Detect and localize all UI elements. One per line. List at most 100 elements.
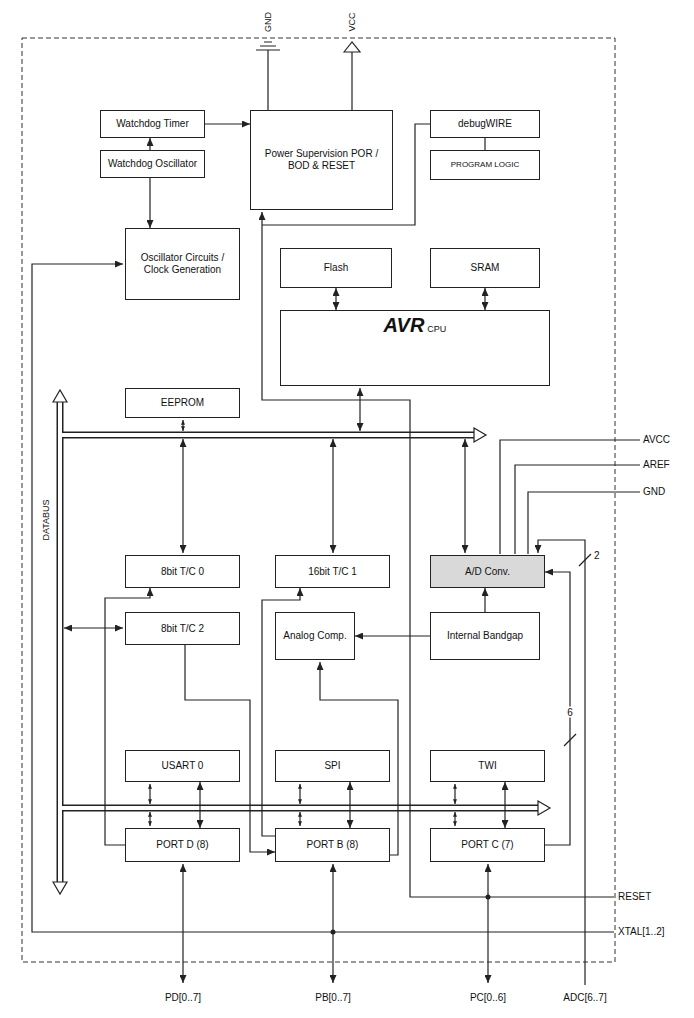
port-pin-wire: [332, 864, 333, 983]
bus-arrowheads: [53, 390, 550, 894]
bus-arrowhead: [538, 801, 550, 815]
port-pin-wire: [182, 864, 183, 983]
block-label: PORT D (8): [156, 839, 208, 851]
cpu-logo: AVR: [384, 313, 425, 337]
block-box: PROGRAM LOGIC: [430, 150, 540, 180]
block-box: TWI: [430, 750, 545, 782]
block-box: A/D Conv.: [430, 555, 545, 588]
block-label: Oscillator Circuits / Clock Generation: [130, 252, 235, 276]
bus-arrowhead: [53, 882, 67, 894]
bus-tap: [464, 439, 465, 553]
ground-symbol: [256, 42, 280, 50]
bus-tap: [359, 388, 360, 431]
data-bus: [60, 433, 474, 437]
data-bus: [60, 806, 538, 810]
vcc-wire: [351, 52, 352, 110]
port-pins: ADC[6..7]: [563, 992, 606, 1004]
supply-pin: VCC: [347, 12, 357, 31]
vcc-symbol: [344, 42, 360, 52]
block-label: Flash: [324, 262, 348, 274]
bus-tap: [64, 627, 123, 628]
block-box: 16bit T/C 1: [275, 555, 390, 588]
signal-connector: [504, 782, 505, 828]
block-label: PROGRAM LOGIC: [451, 160, 519, 170]
signal-connector: [199, 782, 200, 828]
supply-pin: GND: [263, 12, 273, 32]
bus-width-slash: [579, 554, 591, 566]
bus-tap: [454, 784, 455, 804]
bus-tap: [149, 784, 150, 804]
bus-arrowhead: [474, 428, 486, 442]
pin-name: XTAL[1..2]: [618, 926, 665, 938]
bus-width-label: 2: [594, 550, 600, 562]
adc-input-wire: [538, 540, 585, 985]
block-box: 8bit T/C 0: [125, 555, 240, 588]
bus-arrowhead: [53, 390, 67, 402]
block-box: PORT B (8): [275, 828, 390, 862]
block-box: Analog Comp.: [275, 612, 355, 660]
block-box: USART 0: [125, 750, 240, 782]
block-box: SRAM: [430, 248, 540, 288]
analog-pin: AREF: [643, 459, 670, 471]
avcc-wire: [500, 440, 640, 554]
block-box: Watchdog Oscillator: [100, 150, 205, 178]
block-label: PORT C (7): [461, 839, 513, 851]
bus-tap: [149, 812, 150, 826]
bus-tap: [299, 812, 300, 826]
xtal-wire: [32, 264, 614, 932]
signal-connector: [335, 288, 336, 310]
bus-name: DATABUS: [41, 499, 51, 540]
block-box: SPI: [275, 750, 390, 782]
port-pins: PD[0..7]: [165, 992, 201, 1004]
block-label: 8bit T/C 0: [161, 566, 204, 578]
block-label: Watchdog Timer: [116, 118, 188, 130]
bus-tap: [182, 420, 183, 431]
block-label: SRAM: [471, 262, 500, 274]
aref-wire: [515, 465, 640, 554]
block-box: 8bit T/C 2: [125, 612, 240, 645]
block-box: PORT D (8): [125, 828, 240, 862]
block-label: PORT B (8): [307, 839, 359, 851]
block-label: SPI: [324, 760, 340, 772]
block-label: TWI: [478, 760, 496, 772]
block-box: AVRCPU: [280, 310, 550, 386]
block-label: CPU: [427, 324, 446, 335]
bus-width-label: 6: [565, 707, 575, 718]
signal-connector: [484, 588, 485, 612]
port-pins: PC[0..6]: [470, 992, 506, 1004]
block-label: Internal Bandgap: [447, 630, 523, 642]
block-box: Internal Bandgap: [430, 612, 540, 660]
bus-tap: [299, 784, 300, 804]
block-box: Oscillator Circuits / Clock Generation: [125, 228, 240, 300]
analog-pin: GND: [643, 486, 665, 498]
block-label: debugWIRE: [458, 118, 512, 130]
block-label: Watchdog Oscillator: [108, 158, 197, 170]
signal-connector: [484, 138, 485, 150]
block-label: A/D Conv.: [465, 566, 510, 578]
bus-tap: [182, 439, 183, 553]
bus-taps: [64, 388, 465, 826]
signal-connector: [484, 288, 485, 310]
chip-outline: [22, 38, 615, 962]
block-box: PORT C (7): [430, 828, 545, 862]
block-box: Power Supervision POR / BOD & RESET: [250, 110, 393, 210]
block-label: USART 0: [162, 760, 204, 772]
block-box: Flash: [280, 248, 392, 288]
block-label: 16bit T/C 1: [308, 566, 357, 578]
port-pins: PB[0..7]: [315, 992, 351, 1004]
junction-dot: [331, 930, 336, 935]
signal-wires: [32, 42, 640, 985]
pin-name: RESET: [618, 891, 651, 903]
agnd-wire: [528, 492, 640, 554]
signal-connector: [149, 138, 150, 150]
signal-connector: [149, 178, 150, 228]
signal-connector: [205, 123, 250, 124]
port-pin-wire: [487, 864, 488, 983]
analog-pin: AVCC: [643, 434, 670, 446]
block-box: EEPROM: [125, 388, 240, 418]
block-label: Analog Comp.: [283, 630, 346, 642]
gnd-wire: [267, 50, 268, 110]
